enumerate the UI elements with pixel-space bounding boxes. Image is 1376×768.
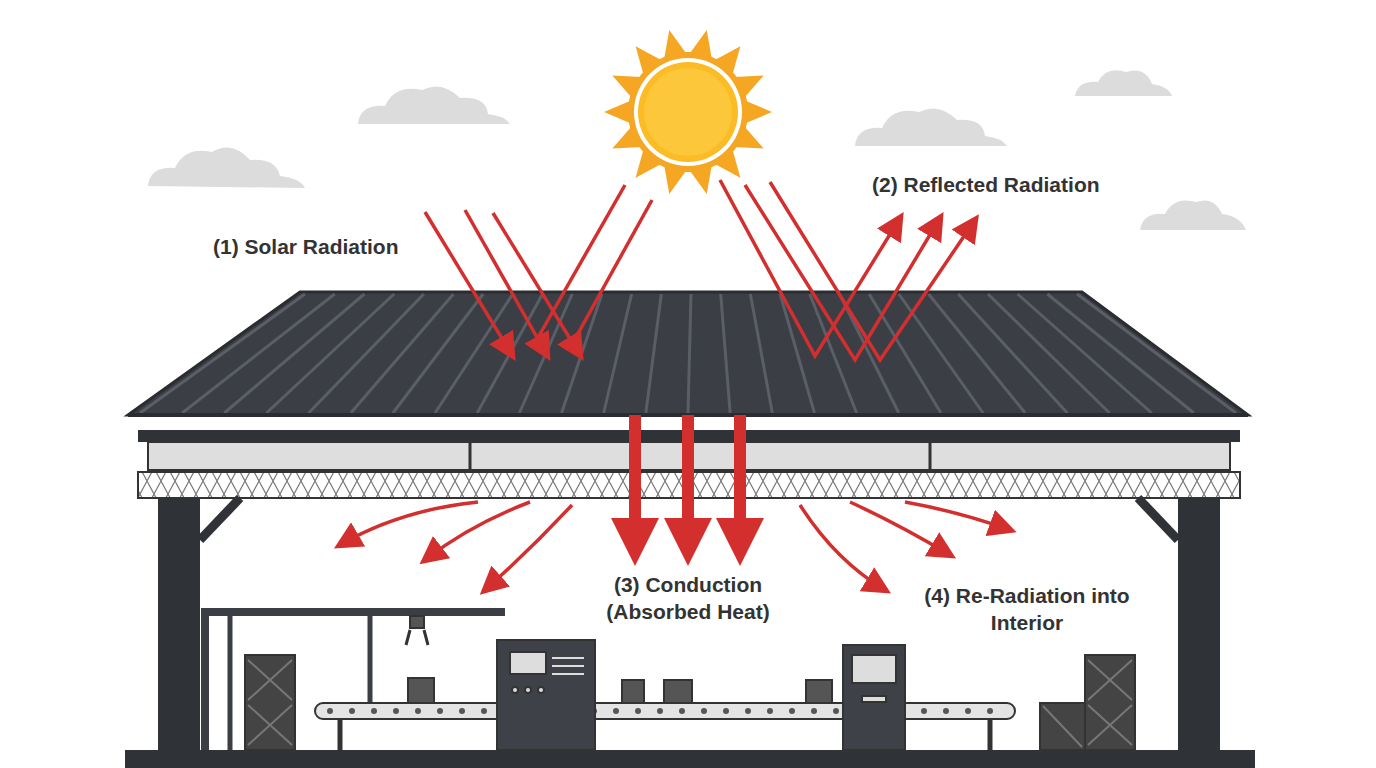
callout-label: (4) Re-Radiation into Interior (922, 582, 1132, 637)
callout-label: (1) Solar Radiation (213, 233, 473, 260)
callout-label: (3) Conduction (Absorbed Heat) (588, 571, 788, 626)
callout-label: (2) Reflected Radiation (872, 171, 1172, 198)
roof (128, 292, 1248, 415)
sun (604, 30, 772, 194)
heat-arrows (340, 180, 1010, 590)
